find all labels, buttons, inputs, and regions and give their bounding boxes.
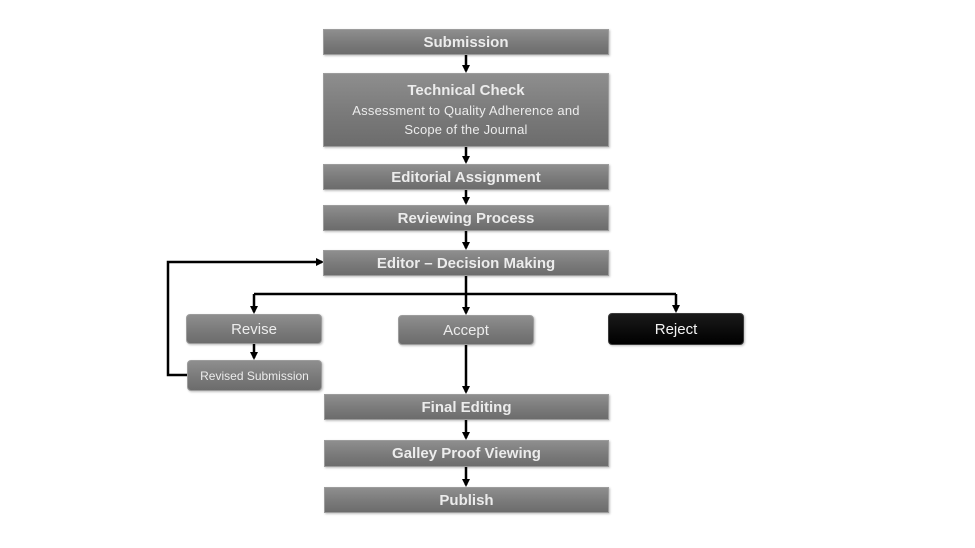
editorial-assignment-box: Editorial Assignment [323, 164, 609, 190]
galley-proof-box: Galley Proof Viewing [324, 440, 609, 467]
final-editing-label: Final Editing [421, 398, 512, 416]
accept-box: Accept [398, 315, 534, 345]
editorial-assignment-label: Editorial Assignment [391, 168, 541, 186]
submission-label: Submission [423, 33, 509, 51]
technical-check-box: Technical Check Assessment to Quality Ad… [323, 73, 609, 147]
reviewing-process-box: Reviewing Process [323, 205, 609, 231]
technical-check-description-line2: Scope of the Journal [404, 122, 528, 137]
revised-submission-label: Revised Submission [200, 368, 309, 383]
revise-label: Revise [231, 320, 277, 338]
reviewing-process-label: Reviewing Process [397, 209, 535, 227]
reject-label: Reject [654, 320, 698, 338]
publish-box: Publish [324, 487, 609, 513]
final-editing-box: Final Editing [324, 394, 609, 420]
editor-decision-box: Editor – Decision Making [323, 250, 609, 276]
editor-decision-label: Editor – Decision Making [376, 254, 556, 272]
revise-box: Revise [186, 314, 322, 344]
reject-box: Reject [608, 313, 744, 345]
publish-label: Publish [439, 491, 494, 509]
galley-proof-label: Galley Proof Viewing [392, 445, 541, 462]
accept-label: Accept [443, 321, 489, 339]
arrow-revised-submission-loop-to-editor-decision [166, 258, 324, 377]
revised-submission-box: Revised Submission [187, 360, 322, 391]
submission-box: Submission [323, 29, 609, 55]
technical-check-description-line1: Assessment to Quality Adherence and [352, 103, 580, 118]
technical-check-title: Technical Check [407, 82, 525, 99]
